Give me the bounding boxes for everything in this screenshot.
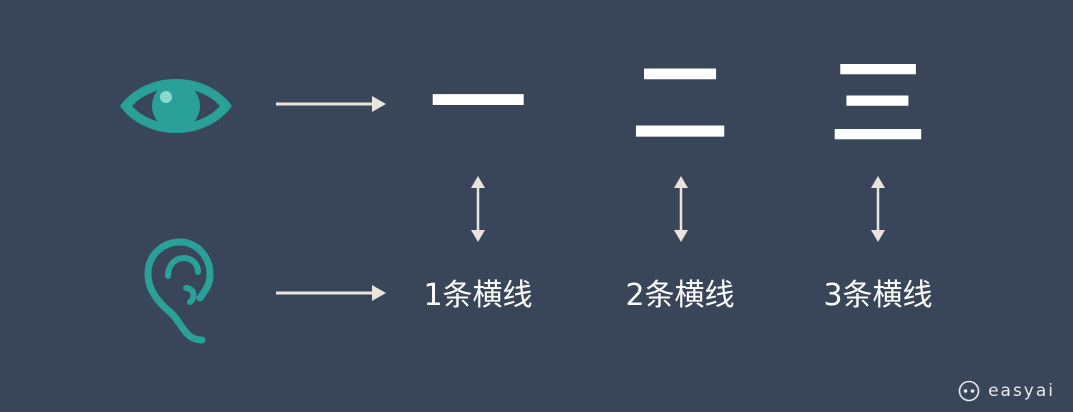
- double-arrow-2: [674, 176, 688, 242]
- glyph-one: 一: [430, 47, 526, 160]
- watermark-text: easyai: [988, 381, 1055, 401]
- label-two-lines: 2条横线: [625, 278, 735, 313]
- arrow-right-ear: [276, 285, 386, 301]
- label-three-lines: 3条横线: [823, 278, 933, 313]
- eye-icon: [120, 79, 232, 133]
- glyph-two: 二: [632, 47, 728, 160]
- ear-icon: [144, 238, 214, 344]
- label-one-line: 1条横线: [423, 278, 533, 313]
- glyph-three: 三: [830, 47, 926, 160]
- easyai-logo-icon: [958, 380, 980, 402]
- watermark: easyai: [958, 380, 1055, 402]
- double-arrow-1: [471, 176, 485, 242]
- arrow-right-eye: [276, 96, 386, 112]
- double-arrow-3: [871, 176, 885, 242]
